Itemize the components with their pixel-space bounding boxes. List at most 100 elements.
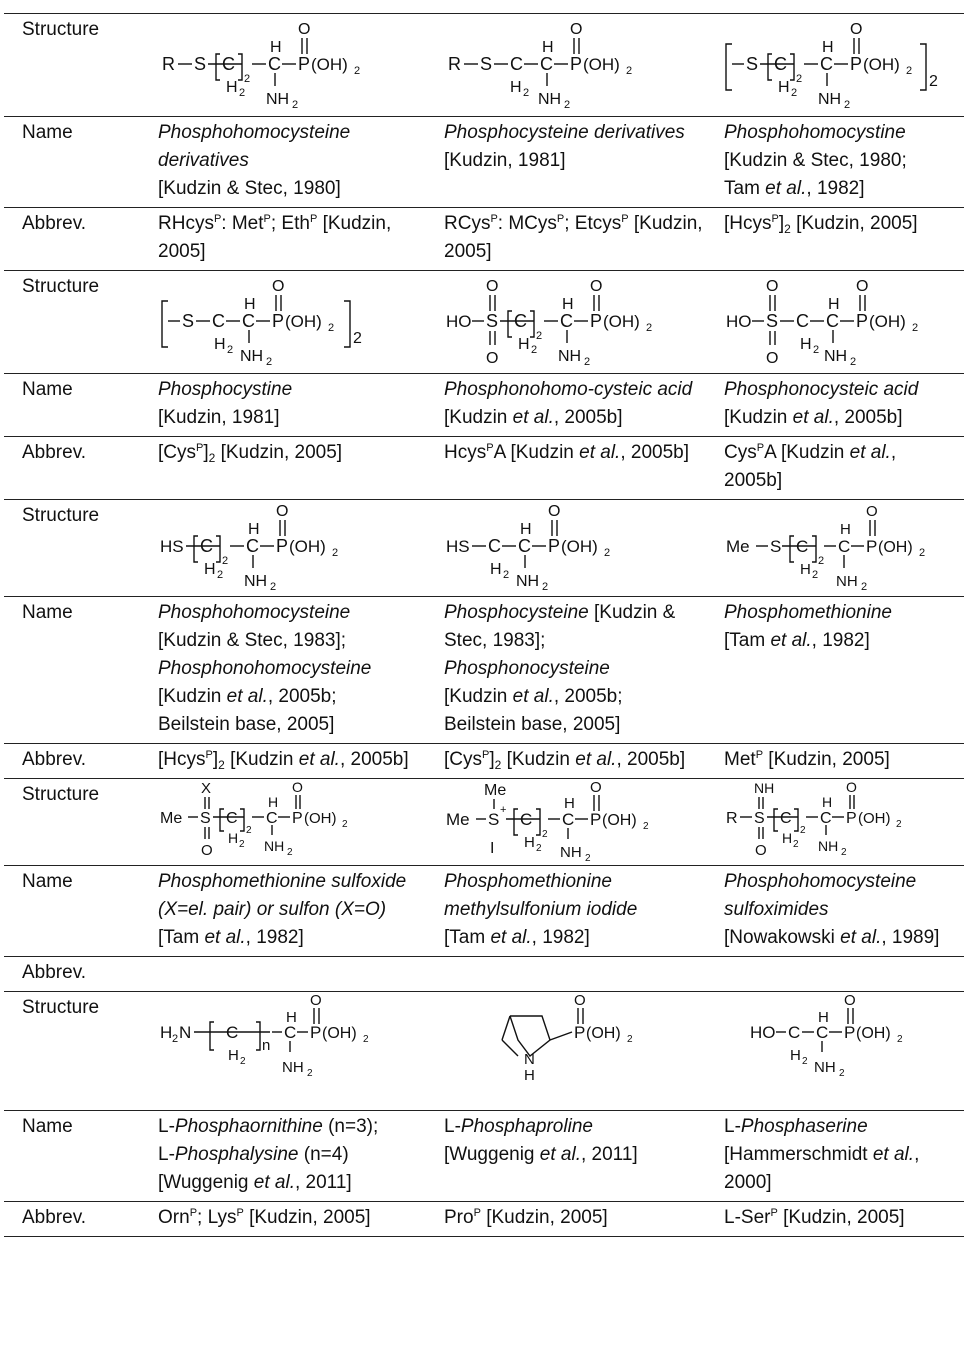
- svg-text:2: 2: [332, 547, 338, 559]
- row-label: Name: [4, 116, 146, 208]
- svg-text:n: n: [262, 1037, 270, 1054]
- svg-text:2: 2: [239, 87, 245, 99]
- svg-text:2: 2: [844, 99, 850, 111]
- svg-text:2: 2: [354, 65, 360, 77]
- svg-text:C: C: [560, 311, 573, 331]
- name-cell: Phosphomethionine sulfoxide (X=el. pair)…: [146, 865, 432, 957]
- name-row-5: Name L-Phosphaornithine (n=3);L-Phosphal…: [4, 1110, 964, 1202]
- svg-text:(OH): (OH): [561, 537, 598, 556]
- abbrev-cell: [HcysP]2 [Kudzin et al., 2005b]: [146, 743, 432, 779]
- row-label: Structure: [4, 499, 146, 597]
- row-label: Name: [4, 1110, 146, 1202]
- svg-text:H: H: [800, 336, 812, 353]
- svg-text:C: C: [514, 311, 527, 331]
- svg-text:2: 2: [523, 87, 529, 99]
- svg-text:(OH): (OH): [586, 1025, 621, 1042]
- svg-text:Me: Me: [446, 810, 470, 829]
- svg-text:2: 2: [222, 555, 228, 567]
- svg-text:2: 2: [270, 581, 276, 592]
- abbrev-cell: MetP [Kudzin, 2005]: [712, 743, 964, 779]
- svg-text:C: C: [510, 54, 523, 74]
- svg-text:C: C: [816, 1023, 828, 1042]
- svg-text:(OH): (OH): [289, 537, 326, 556]
- svg-text:P: P: [570, 54, 582, 74]
- svg-text:2: 2: [217, 569, 223, 581]
- svg-text:2: 2: [802, 1056, 808, 1067]
- svg-text:2: 2: [531, 344, 537, 356]
- svg-text:H: H: [822, 794, 832, 810]
- svg-text:O: O: [486, 350, 498, 367]
- name-cell: Phosphocysteine [Kudzin & Stec, 1983];Ph…: [432, 596, 712, 744]
- svg-text:C: C: [222, 54, 235, 74]
- svg-text:2: 2: [536, 843, 542, 854]
- svg-text:NH: NH: [824, 348, 847, 365]
- svg-text:(OH): (OH): [322, 1025, 357, 1042]
- svg-text:2: 2: [800, 825, 806, 836]
- svg-text:O: O: [201, 842, 213, 859]
- svg-text:C: C: [212, 311, 225, 331]
- row-label: Abbrev.: [4, 743, 146, 779]
- svg-text:X: X: [201, 781, 211, 797]
- svg-text:P: P: [298, 54, 310, 74]
- svg-text:2: 2: [584, 356, 590, 368]
- svg-text:C: C: [820, 810, 832, 827]
- svg-text:H: H: [228, 830, 238, 846]
- svg-text:C: C: [520, 810, 532, 829]
- abbrev-cell: [CysP]2 [Kudzin, 2005]: [146, 436, 432, 500]
- svg-text:R: R: [448, 54, 461, 74]
- name-row-2: Name Phosphocystine[Kudzin, 1981] Phosph…: [4, 373, 964, 437]
- svg-text:H: H: [228, 1047, 239, 1064]
- svg-text:C: C: [826, 311, 839, 331]
- svg-text:C: C: [796, 537, 808, 556]
- svg-text:P: P: [292, 810, 303, 827]
- row-label: Name: [4, 865, 146, 957]
- svg-text:H: H: [790, 1047, 801, 1064]
- svg-text:O: O: [310, 994, 322, 1009]
- svg-text:O: O: [570, 21, 582, 38]
- abbrev-row-2: Abbrev. [CysP]2 [Kudzin, 2005] HcysPA [K…: [4, 436, 964, 500]
- svg-text:H: H: [840, 521, 851, 538]
- svg-text:2: 2: [239, 839, 245, 850]
- abbrev-cell: OrnP; LysP [Kudzin, 2005]: [146, 1201, 432, 1237]
- svg-text:(OH): (OH): [311, 55, 348, 74]
- svg-text:2: 2: [542, 829, 548, 840]
- svg-text:O: O: [548, 503, 560, 520]
- name-cell: L-Phosphaserine[Hammerschmidt et al.,200…: [712, 1110, 964, 1202]
- svg-text:H: H: [490, 561, 502, 578]
- svg-text:2: 2: [919, 547, 925, 559]
- name-cell: Phosphohomocystine[Kudzin & Stec, 1980;T…: [712, 116, 964, 208]
- svg-text:H: H: [524, 834, 535, 851]
- svg-text:NH: NH: [818, 91, 841, 108]
- svg-text:S: S: [486, 311, 498, 331]
- svg-text:2: 2: [172, 1033, 178, 1045]
- svg-text:H: H: [562, 296, 574, 313]
- name-row-1: Name Phosphohomocysteine derivatives[Kud…: [4, 116, 964, 208]
- svg-text:NH: NH: [282, 1059, 304, 1076]
- svg-text:P: P: [272, 311, 284, 331]
- abbrev-row-3: Abbrev. [HcysP]2 [Kudzin et al., 2005b] …: [4, 743, 964, 779]
- svg-text:H: H: [828, 296, 840, 313]
- svg-text:2: 2: [912, 322, 918, 334]
- svg-text:H: H: [248, 521, 260, 538]
- svg-text:O: O: [866, 503, 878, 520]
- svg-text:P: P: [310, 1023, 321, 1042]
- svg-text:NH: NH: [754, 781, 774, 796]
- svg-text:P: P: [856, 311, 868, 331]
- svg-text:O: O: [276, 503, 288, 520]
- svg-text:2: 2: [929, 73, 938, 90]
- svg-text:S: S: [182, 311, 194, 331]
- svg-text:S: S: [488, 810, 499, 829]
